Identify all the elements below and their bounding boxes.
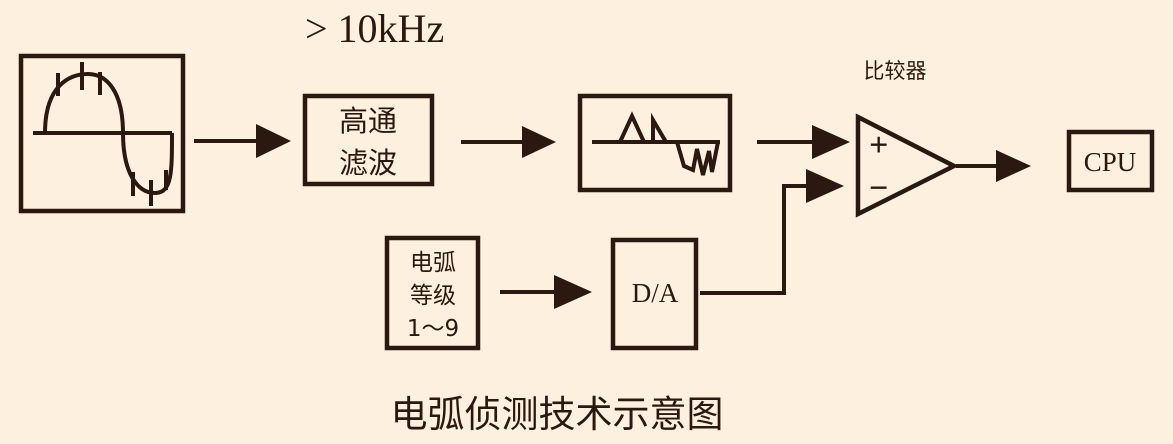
dac-label: D/A <box>632 278 679 308</box>
arc-level-label-line2: 等级 <box>410 283 456 309</box>
arrow-comparator-to-cpu <box>956 150 1031 182</box>
arc-level-label-line3: 1～9 <box>407 316 459 342</box>
dac-box-outline <box>610 237 699 351</box>
comparator-triangle <box>855 113 959 218</box>
arrow-head <box>996 150 1031 182</box>
wire-path <box>700 184 812 295</box>
arrow-arclevel-to-dac <box>500 275 592 309</box>
filtered-waveform-outline <box>577 93 733 193</box>
arc-level-box: 电弧 等级 1～9 <box>384 235 481 351</box>
dac-box: D/A <box>610 237 699 351</box>
cpu-box: CPU <box>1066 129 1155 193</box>
arrow-source-to-filter <box>194 124 291 158</box>
cpu-box-outline <box>1066 129 1155 193</box>
comparator-plus-sign: + <box>869 127 888 164</box>
comparator: + − <box>855 113 959 218</box>
arrow-head <box>554 275 592 309</box>
frequency-threshold-label: > 10kHz <box>305 6 444 51</box>
high-pass-filter-label-line1: 高通 <box>339 104 397 138</box>
wire-dac-to-comparator-minus <box>700 169 844 295</box>
filtered-waveform-trace <box>618 111 720 176</box>
arrow-head <box>812 125 850 159</box>
high-pass-filter-outline <box>302 93 435 187</box>
arc-level-outline <box>384 235 481 351</box>
signal-source-box <box>18 53 186 214</box>
filtered-waveform-box <box>577 93 733 193</box>
comparator-minus-sign: − <box>869 170 888 207</box>
arrow-head <box>256 124 291 158</box>
signal-source-box-outline <box>18 53 186 214</box>
diagram-caption: 电弧侦测技术示意图 <box>391 393 724 436</box>
arrow-head <box>806 169 844 203</box>
high-pass-filter-box: 高通 滤波 <box>302 93 435 187</box>
comparator-label: 比较器 <box>864 59 927 83</box>
high-pass-filter-label-line2: 滤波 <box>339 146 397 180</box>
arrow-head <box>522 126 556 158</box>
arc-level-label-line1: 电弧 <box>410 250 456 276</box>
arrow-filter-to-waveform <box>461 126 556 158</box>
arrow-waveform-to-comparator-plus <box>757 125 850 159</box>
cpu-label: CPU <box>1084 147 1137 177</box>
